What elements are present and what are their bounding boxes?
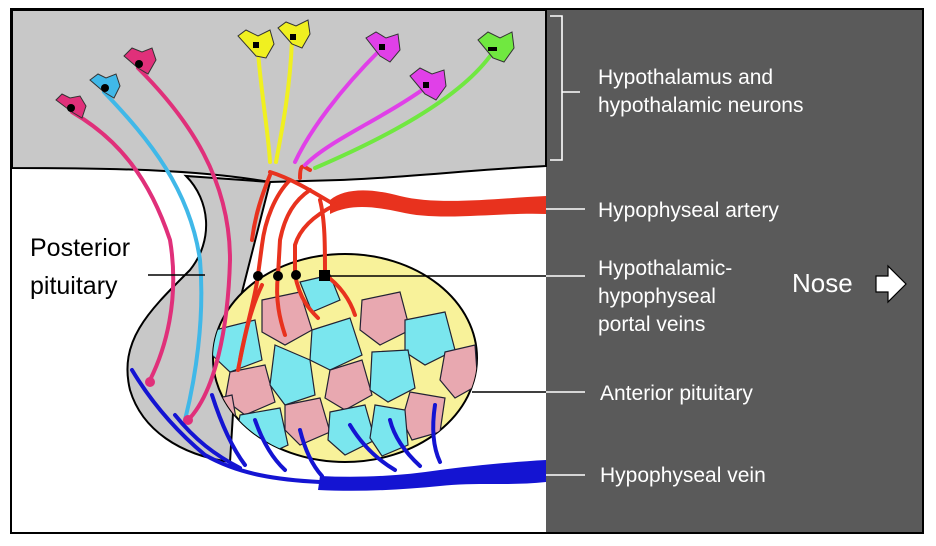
venous-tributaries <box>130 368 442 484</box>
anterior-cells <box>213 274 477 461</box>
neuron-nucleus <box>253 42 259 48</box>
label-posterior-1: Posterior <box>30 234 130 262</box>
portal-junction <box>319 270 330 281</box>
cell-cyan <box>404 311 456 366</box>
neuron-nucleus <box>101 84 109 92</box>
cell-pink <box>359 291 411 346</box>
label-panel <box>546 10 922 532</box>
neuron-nucleus <box>488 47 497 51</box>
cell-cyan <box>369 349 416 403</box>
cell-cyan <box>269 344 316 406</box>
neuron-axons <box>70 38 495 422</box>
portal-junction <box>253 271 263 281</box>
portal-vein-junctions <box>253 270 330 281</box>
leader-lines <box>546 15 585 476</box>
cell-cyan <box>309 317 363 371</box>
label-vein: Hypophyseal vein <box>600 464 766 487</box>
label-hypothalamus-1: Hypothalamus and <box>598 66 773 89</box>
cell-pink <box>324 359 373 411</box>
cell-pink <box>261 291 313 346</box>
label-hypothalamus-2: hypothalamic neurons <box>598 94 803 117</box>
hypophyseal-vein <box>318 460 546 491</box>
cell-pink <box>224 364 276 416</box>
nose-arrow-icon <box>875 264 907 304</box>
label-nose: Nose <box>792 268 853 298</box>
axon-terminal <box>145 377 155 387</box>
neuron-nucleus <box>290 34 296 40</box>
neuron-bodies <box>55 19 515 119</box>
cell-pink <box>284 397 331 446</box>
hypophyseal-artery <box>330 190 546 217</box>
label-artery: Hypophyseal artery <box>598 199 779 222</box>
label-portal-1: Hypothalamic- <box>598 257 732 280</box>
neuron-nucleus <box>379 44 385 50</box>
axon-terminal <box>183 415 193 425</box>
label-posterior-2: pituitary <box>30 272 118 300</box>
portal-junction <box>273 271 283 281</box>
portal-junction <box>291 270 301 280</box>
label-portal-2: hypophyseal <box>598 285 716 308</box>
label-anterior: Anterior pituitary <box>600 382 753 405</box>
neuron-nucleus <box>135 60 143 68</box>
cell-pink <box>439 344 477 399</box>
neuron-nucleus <box>67 104 75 112</box>
label-portal-3: portal veins <box>598 313 705 336</box>
leader-lines-inner <box>148 274 546 393</box>
neuron-nucleus <box>423 82 429 88</box>
hypothalamus-bracket <box>550 15 563 161</box>
